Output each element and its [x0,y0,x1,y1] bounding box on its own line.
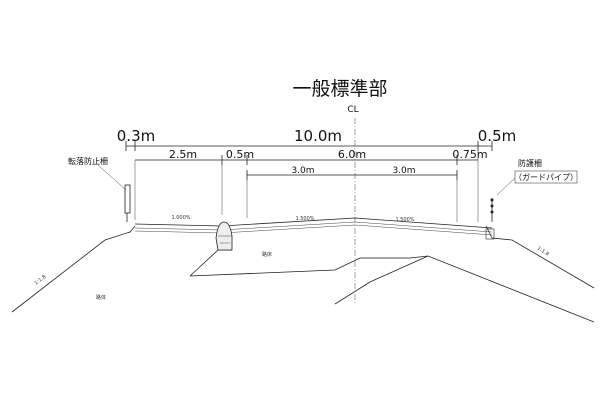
side-slope-right: 1:1.8 [536,246,550,258]
pavement [134,217,495,240]
dim-total-width: 10.0m [294,127,342,145]
dimension-row-2: 2.5m 0.5m 6.0m 0.75m [135,148,488,165]
slope-label-sidewalk: 1.000% [171,215,190,221]
dim-sidewalk: 2.5m [169,148,197,161]
dim-right-shoulder: 0.75m [452,148,487,161]
dim-margin: 0.5m [226,148,254,161]
dim-lane-right: 3.0m [392,166,415,176]
dim-lane-left: 3.0m [291,166,314,176]
drawing-title: 一般標準部 [292,78,387,100]
fall-fence: 転落防止柵 [68,156,131,222]
dimension-row-1: 0.3m 10.0m 0.5m [117,127,516,151]
dim-shoulder-left: 0.3m [117,127,155,145]
guard-fence-label: 防護柵 [518,158,542,168]
dim-shoulder-right: 0.5m [478,127,516,145]
embankment-body-label: 路体 [96,294,106,301]
embankment [11,225,595,323]
subgrade-label: 路床 [262,251,272,258]
guard-fence-type-label: （ガードパイプ） [514,172,578,182]
fall-fence-label: 転落防止柵 [68,156,108,166]
centerline-mark: CL [347,105,358,115]
extension-lines [134,150,479,222]
dim-carriageway: 6.0m [338,148,366,161]
side-slope-left: 1:1.8 [34,274,48,287]
curb-block [215,221,233,251]
slope-label-right-lane: 1.500% [395,217,414,223]
guard-pipe: 防護柵 （ガードパイプ） [490,158,578,222]
slope-label-left-lane: 1.500% [295,216,314,222]
dimension-row-3: 3.0m 3.0m [246,166,458,180]
